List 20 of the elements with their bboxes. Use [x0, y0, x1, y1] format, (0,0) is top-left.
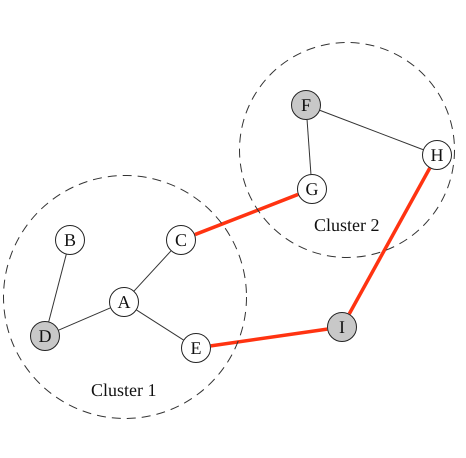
cluster-label: Cluster 2: [314, 215, 380, 236]
edge-line: [134, 250, 172, 292]
edge-line: [348, 167, 432, 315]
graph-node: E: [181, 333, 211, 363]
graph-node: C: [166, 225, 196, 255]
graph-node: B: [55, 225, 85, 255]
edge-line: [48, 254, 67, 322]
edge-line: [210, 327, 328, 348]
edge-line: [306, 119, 312, 175]
graph-node: H: [422, 140, 452, 170]
edge-line: [194, 192, 299, 236]
graph-node: I: [327, 312, 357, 342]
graph-node: A: [109, 287, 139, 317]
graph-node: D: [30, 321, 60, 351]
edge-line: [320, 110, 424, 150]
graph-node: G: [297, 174, 327, 204]
edge-line: [58, 307, 111, 331]
edge-line: [136, 310, 184, 340]
cluster-label: Cluster 1: [91, 380, 156, 401]
graph-node: F: [291, 90, 321, 120]
